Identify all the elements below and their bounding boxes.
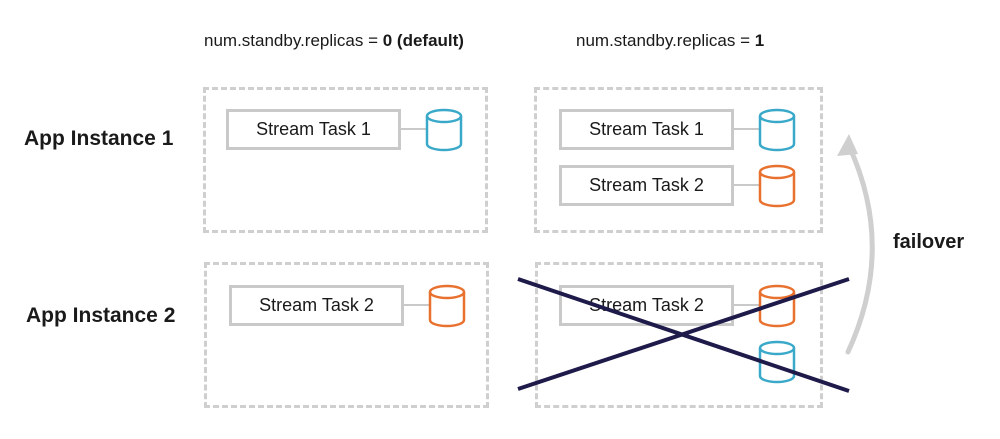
row-label-app-instance-2: App Instance 2 [26, 304, 176, 327]
state-store-task2-icon [428, 284, 466, 328]
column-header-prefix: num.standby.replicas = [576, 31, 755, 50]
stream-task-box: Stream Task 1 [559, 109, 734, 150]
state-store-task1-standby-icon [758, 340, 796, 384]
task-store-connector [404, 304, 429, 306]
panel-standby1-instance2 [535, 262, 823, 408]
column-header-value: 1 [754, 31, 765, 50]
stream-task-box: Stream Task 1 [226, 109, 401, 150]
stream-task-box: Stream Task 2 [559, 165, 734, 206]
cross-out-line [517, 277, 850, 391]
stream-task-box: Stream Task 2 [559, 285, 734, 326]
panel-standby0-instance2 [204, 262, 489, 408]
state-store-task2-icon [758, 164, 796, 208]
task-store-connector [734, 128, 759, 130]
failover-arrowhead [837, 134, 858, 156]
column-header-standby-1: num.standby.replicas = 1 [576, 31, 764, 51]
column-header-prefix: num.standby.replicas = [204, 31, 383, 50]
panel-standby0-instance1 [203, 87, 488, 233]
task-store-connector [734, 184, 759, 186]
column-header-value: 0 (default) [382, 31, 464, 50]
state-store-task1-icon [758, 108, 796, 152]
row-label-app-instance-1: App Instance 1 [24, 127, 174, 150]
state-store-task1-icon [425, 108, 463, 152]
column-header-standby-0: num.standby.replicas = 0 (default) [204, 31, 464, 51]
panel-standby1-instance1 [534, 87, 823, 233]
failover-arrow [845, 143, 875, 355]
stream-task-box: Stream Task 2 [229, 285, 404, 326]
task-store-connector [734, 304, 759, 306]
task-store-connector [401, 128, 426, 130]
failover-label: failover [893, 231, 965, 253]
